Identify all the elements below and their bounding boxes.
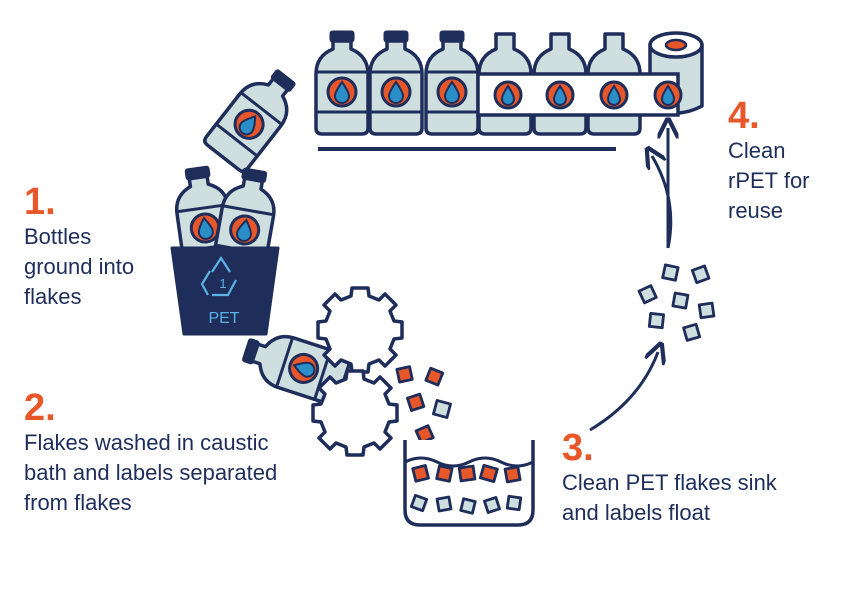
falling-flakes xyxy=(395,365,452,445)
step-3-text: Clean PET flakes sink and labels float xyxy=(562,470,777,525)
bin-label: PET xyxy=(208,310,239,327)
step-1: 1. Bottles ground into flakes xyxy=(24,182,134,312)
step-3-number: 3. xyxy=(562,427,594,469)
falling-bottle xyxy=(200,59,309,176)
caustic-bath xyxy=(403,440,535,527)
label-roll xyxy=(476,31,704,117)
step-4-text: Clean rPET for reuse xyxy=(728,138,810,223)
step-1-text: Bottles ground into flakes xyxy=(24,224,135,309)
clean-flakes xyxy=(637,263,716,342)
step-2: 2. Flakes washed in caustic bath and lab… xyxy=(24,388,277,518)
step-3: 3. Clean PET flakes sink and labels floa… xyxy=(562,428,777,528)
step-1-number: 1. xyxy=(24,181,56,223)
step-4: 4. Clean rPET for reuse xyxy=(728,96,810,226)
step-4-number: 4. xyxy=(728,95,760,137)
step-2-text: Flakes washed in caustic bath and labels… xyxy=(24,430,278,515)
arrow-to-flakes xyxy=(589,352,658,432)
resin-code: 1 xyxy=(219,276,226,291)
capped-bottles xyxy=(314,30,480,136)
step-2-number: 2. xyxy=(24,387,56,429)
recycle-icon xyxy=(200,255,237,297)
pet-bin xyxy=(170,246,280,336)
